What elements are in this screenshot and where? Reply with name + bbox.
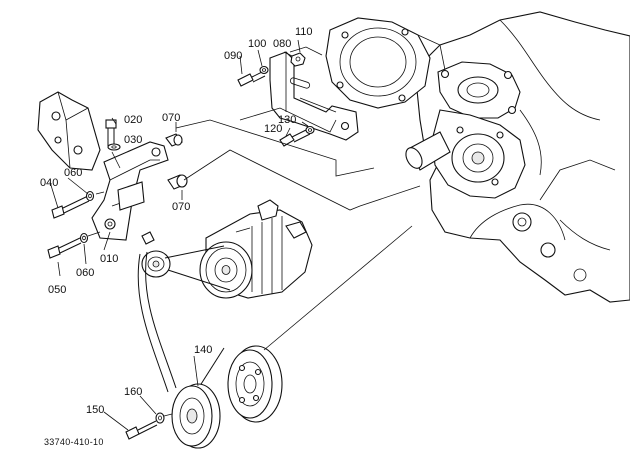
callout-100: 100 [248,38,266,50]
assembly-guide-lines [87,46,421,417]
callout-150: 150 [86,404,104,416]
bolt-150 [125,420,158,440]
figure-code: 33740-410-10 [44,437,104,447]
washer-100 [259,65,269,75]
callout-030: 030 [124,134,142,146]
callout-020: 020 [124,114,142,126]
callout-140: 140 [194,344,212,356]
nut-110 [290,52,306,67]
callout-040: 040 [40,177,58,189]
callout-060b: 060 [76,267,94,279]
callout-120: 120 [264,123,282,135]
drive-pulley [171,383,221,449]
crank-pulley-140 [227,345,283,423]
washer-130 [305,125,315,135]
ac-compressor [199,199,313,299]
spacer-070-upper [165,133,183,147]
callout-130: 130 [278,114,296,126]
washer-160 [155,412,165,424]
washer-060-lower [79,232,89,244]
engine-block [405,11,630,303]
callout-080: 080 [273,38,291,50]
tension-bracket-010 [91,141,169,241]
callout-010: 010 [100,253,118,265]
callout-070a: 070 [162,112,180,124]
mounting-bracket-upper [37,91,101,171]
callout-labels: 010 020 030 040 060 050 060 070 070 090 … [40,26,313,416]
leader-lines [49,39,309,431]
spacer-070-lower [167,174,188,190]
callout-160: 160 [124,386,142,398]
callout-050: 050 [48,284,66,296]
bolt-020 [105,119,117,146]
v-belt-140 [137,245,231,393]
idler-pulley [141,231,171,278]
washer-060-upper [85,190,95,202]
gear-case-cover [325,17,446,109]
bolt-050 [47,237,82,259]
callout-070b: 070 [172,201,190,213]
callout-060a: 060 [64,167,82,179]
adjusting-stay-080 [269,51,359,141]
callout-110: 110 [295,26,313,38]
callout-090: 090 [224,50,242,62]
bolt-040 [51,195,90,219]
washer-030 [107,143,121,151]
